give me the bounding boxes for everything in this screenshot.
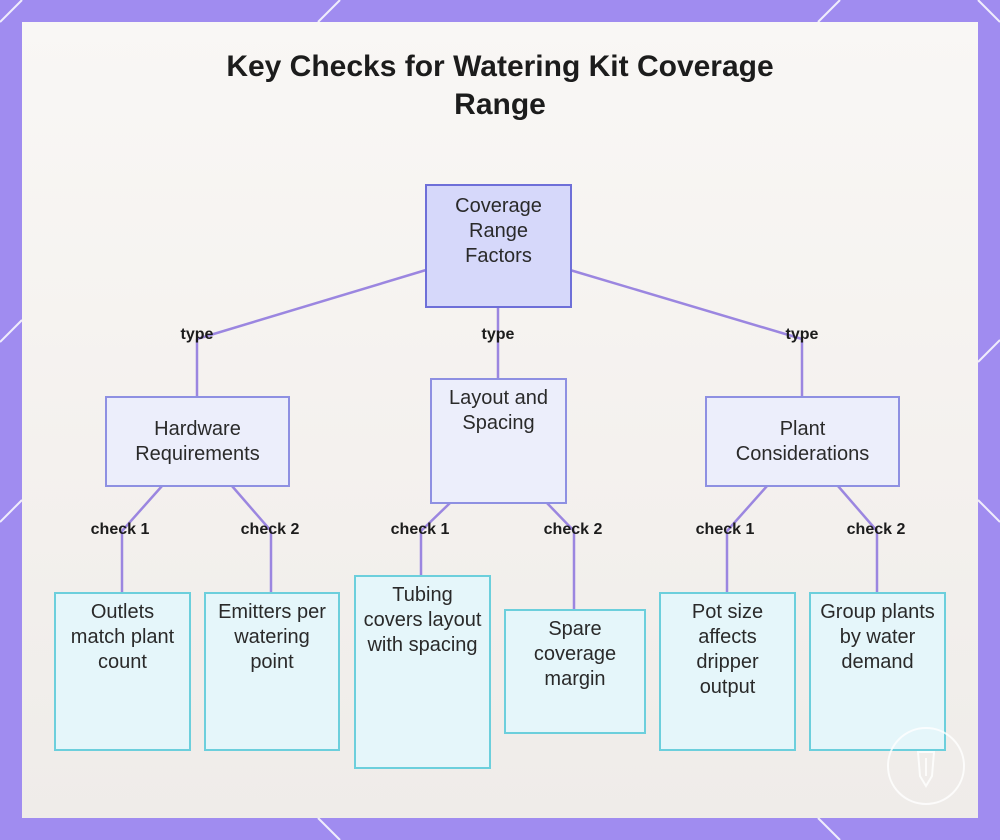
check-node-outlets: Outlets match plant count [54,592,191,751]
diagram-title: Key Checks for Watering Kit Coverage Ran… [0,48,1000,124]
edge-label-check-1: check 1 [90,521,150,538]
category-node-layout: Layout and Spacing [430,378,567,504]
check-node-emitters: Emitters per watering point [204,592,340,751]
edge-root-plant [569,268,803,341]
edge-layout-check1 [420,502,451,532]
root-node-label: Coverage Range Factors [455,195,542,267]
edge-label-type-1: type [180,326,214,343]
edge-hardware-check1 [121,485,163,532]
title-line-2: Range [454,88,546,121]
edge-label-check-6: check 2 [846,521,906,538]
watermark-logo-icon [887,727,965,805]
category-label-plant: Plant Considerations [735,417,870,465]
edge-label-check-2: check 2 [240,521,300,538]
check-label-tubing: Tubing covers layout with spacing [363,584,482,656]
edge-label-check-3: check 1 [390,521,450,538]
category-node-hardware: Hardware Requirements [105,396,290,487]
edge-layout-check2 [546,502,575,532]
edge-plant-check2 [837,485,878,532]
check-node-pot-size: Pot size affects dripper output [659,592,796,751]
edge-root-hardware [196,268,427,341]
edge-label-type-2: type [481,326,515,343]
check-label-outlets: Outlets match plant count [70,601,175,673]
check-node-group-plants: Group plants by water demand [809,592,946,751]
edge-label-check-5: check 1 [695,521,755,538]
check-node-spare-margin: Spare coverage margin [504,609,646,734]
edge-plant-check1 [726,485,768,532]
edge-hardware-check2 [231,485,272,532]
check-label-pot-size: Pot size affects dripper output [691,601,764,698]
check-node-tubing: Tubing covers layout with spacing [354,575,491,769]
category-node-plant: Plant Considerations [705,396,900,487]
edge-label-type-3: type [785,326,819,343]
check-label-spare-margin: Spare coverage margin [533,618,617,690]
check-label-group-plants: Group plants by water demand [820,601,935,673]
edge-label-check-4: check 2 [543,521,603,538]
check-label-emitters: Emitters per watering point [218,601,326,673]
category-label-layout: Layout and Spacing [449,387,548,434]
title-line-1: Key Checks for Watering Kit Coverage [226,50,774,83]
root-node: Coverage Range Factors [425,184,572,308]
category-label-hardware: Hardware Requirements [135,417,260,465]
